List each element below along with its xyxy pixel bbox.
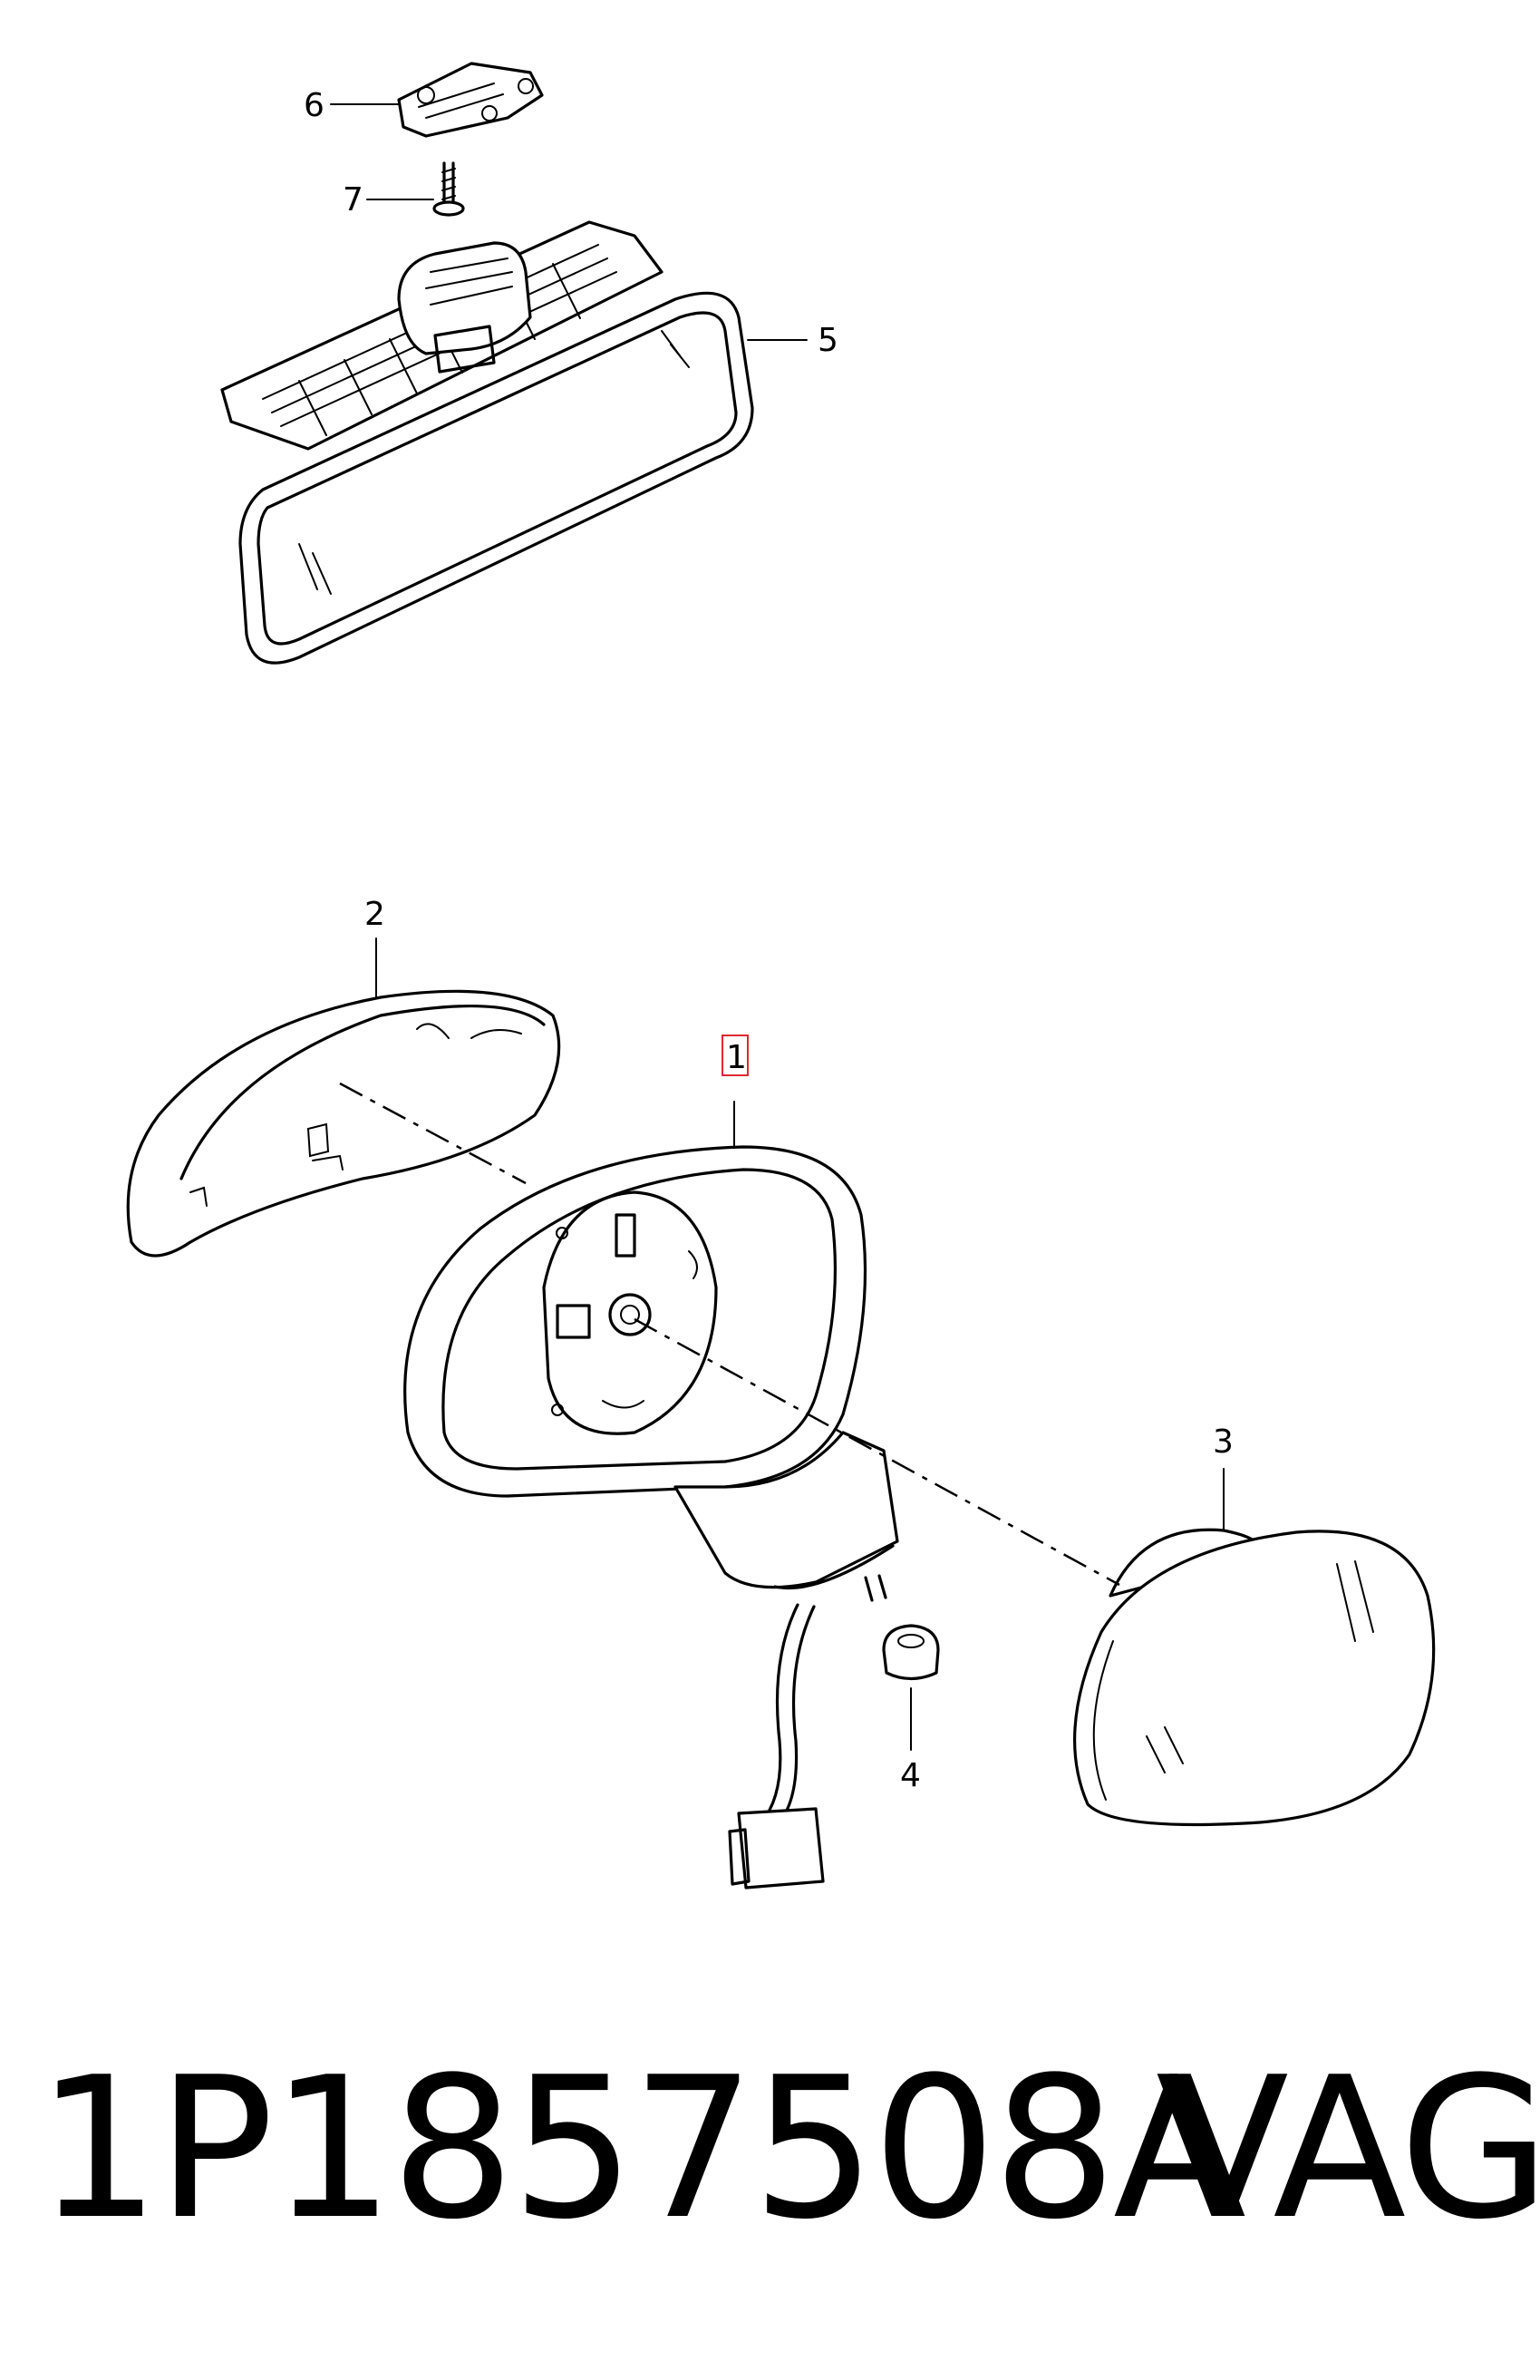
nut-part-4 bbox=[882, 1624, 940, 1681]
brand-caption: VAG bbox=[1156, 2035, 1540, 2262]
callout-2: 2 bbox=[364, 896, 385, 933]
screw-part-7 bbox=[432, 161, 465, 217]
exterior-mirror-assembly bbox=[126, 989, 1436, 1889]
callout-6: 6 bbox=[304, 87, 324, 124]
interior-mirror-assembly bbox=[220, 62, 754, 665]
mirror-glass-part-3 bbox=[1073, 1528, 1436, 1827]
callout-4: 4 bbox=[900, 1757, 921, 1794]
assembly-line-cap bbox=[339, 1082, 527, 1185]
callout-1: 1 bbox=[726, 1039, 747, 1076]
leader-lines bbox=[330, 103, 1225, 1751]
mounting-plate-part-6 bbox=[397, 62, 544, 138]
callout-7: 7 bbox=[343, 181, 363, 219]
callout-5: 5 bbox=[818, 322, 838, 359]
part-number-caption: 1P1857508A bbox=[36, 2035, 1246, 2262]
mirror-body-part-5 bbox=[220, 220, 754, 665]
callout-1-highlight: 1 bbox=[722, 1035, 749, 1076]
assembly-line-glass bbox=[634, 1317, 1120, 1587]
mirror-housing-part-1 bbox=[403, 1145, 899, 1889]
callout-3: 3 bbox=[1213, 1423, 1234, 1461]
mirror-cap-part-2 bbox=[126, 989, 561, 1258]
